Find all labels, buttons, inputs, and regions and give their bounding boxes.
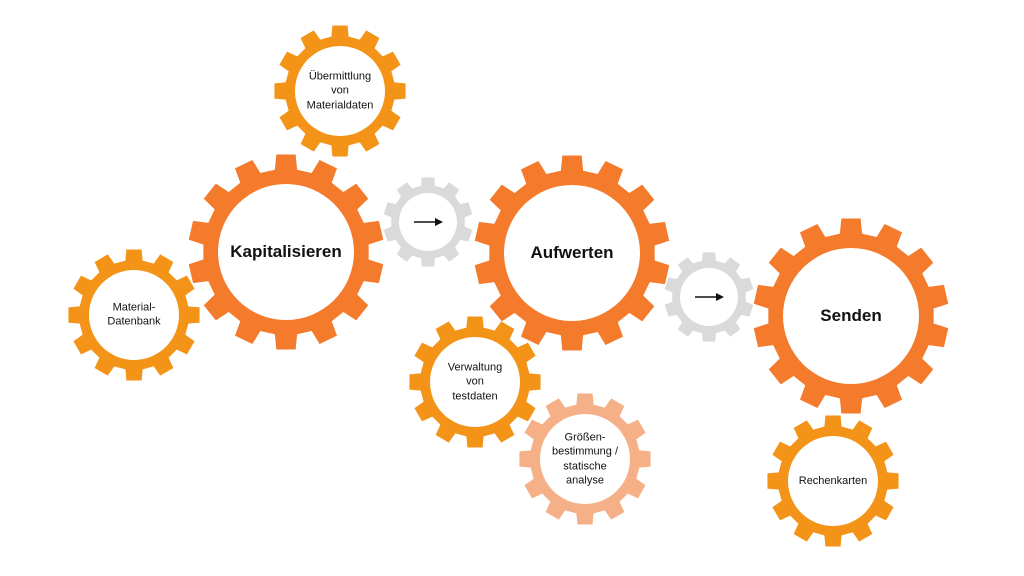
gear-label-rechenkarten: Rechenkarten [798, 474, 868, 487]
gear-center-verwaltung [430, 337, 520, 427]
gear-label-uebermittlung: Übermittlung von Materialdaten [306, 70, 374, 112]
gear-center-uebermittlung [295, 46, 385, 136]
gear-center-groessenbestimmung [540, 414, 630, 504]
gear-center-rechenkarten [788, 436, 878, 526]
gear-label-aufwerten: Aufwerten [530, 242, 614, 262]
gear-label-verwaltung: Verwaltung von testdaten [447, 361, 503, 403]
gear-label-kapitalisieren: Kapitalisieren [230, 241, 342, 261]
gear-arrow-gear-2 [664, 252, 754, 342]
gear-aufwerten [474, 155, 670, 351]
gear-kapitalisieren [188, 154, 384, 350]
right-arrow-icon [695, 293, 724, 301]
gear-groessenbestimmung [519, 393, 651, 525]
gear-arrow-gear-1 [383, 177, 473, 267]
gear-senden [753, 218, 949, 414]
gear-center-senden [783, 248, 919, 384]
gear-label-groessenbestimmung: Größen- bestimmung / statische analyse [551, 431, 619, 487]
gear-center-aufwerten [504, 185, 640, 321]
gear-material-datenbank [68, 249, 200, 381]
gear-center-material-datenbank [89, 270, 179, 360]
gear-label-senden: Senden [820, 305, 882, 325]
right-arrow-icon [414, 218, 443, 226]
gear-center-kapitalisieren [218, 184, 354, 320]
gear-verwaltung [409, 316, 541, 448]
gear-uebermittlung [274, 25, 406, 157]
gear-label-material-datenbank: Material- Datenbank [107, 301, 161, 328]
gear-rechenkarten [767, 415, 899, 547]
